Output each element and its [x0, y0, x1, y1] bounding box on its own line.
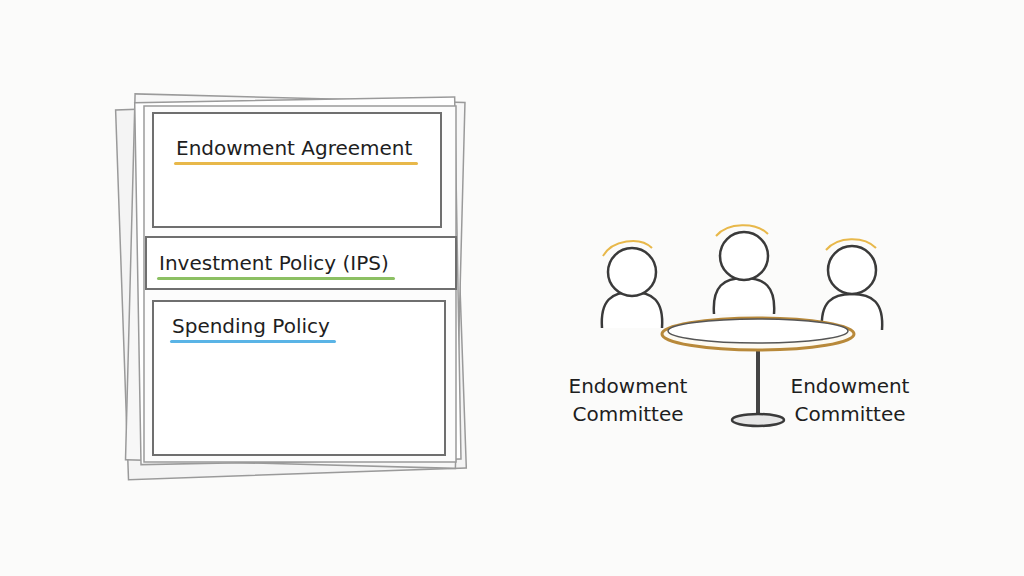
- document-card: Endowment Agreement: [152, 112, 442, 228]
- group-label: Endowment Committee: [553, 372, 703, 428]
- policy-band: Investment Policy (IPS): [145, 236, 457, 290]
- document-title: Spending Policy: [172, 314, 330, 338]
- group-label: Endowment Committee: [775, 372, 925, 428]
- document-title: Endowment Agreement: [176, 136, 412, 160]
- highlight-underline: [157, 277, 395, 280]
- highlight-underline: [174, 162, 418, 165]
- document-title: Investment Policy (IPS): [159, 251, 389, 275]
- document-card: Spending Policy: [152, 300, 446, 456]
- paper-stack: [116, 94, 467, 480]
- highlight-underline: [170, 340, 336, 343]
